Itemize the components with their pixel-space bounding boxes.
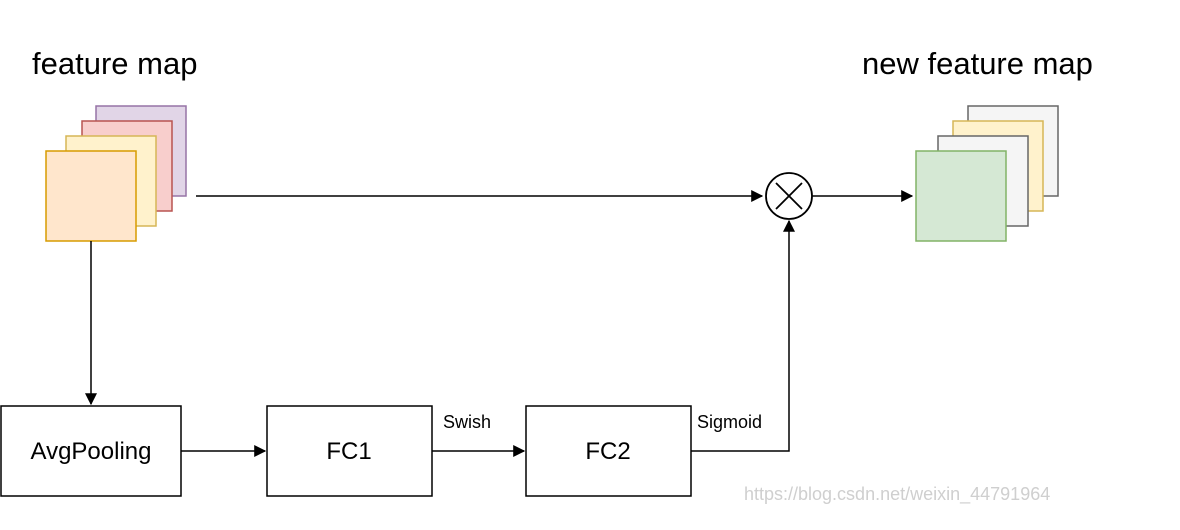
fc1-label: FC1	[326, 438, 371, 465]
input-title: feature map	[32, 46, 197, 81]
output-title: new feature map	[862, 46, 1093, 81]
fc2-to-multiply-arrow	[691, 219, 795, 452]
swish-label: Swish	[443, 412, 491, 432]
watermark: https://blog.csdn.net/weixin_44791964	[744, 484, 1050, 505]
fc2-box	[525, 405, 692, 497]
input-feature-map-stack	[45, 105, 187, 242]
input-layer-1	[45, 150, 137, 242]
multiply-icon-stroke-2	[775, 182, 803, 210]
sigmoid-label: Sigmoid	[697, 412, 762, 432]
avgpool-box	[0, 405, 182, 497]
fc1-box	[266, 405, 433, 497]
multiply-node	[765, 172, 813, 220]
output-feature-map-stack	[915, 105, 1059, 242]
output-layer-1	[915, 150, 1007, 242]
fc2-label: FC2	[585, 438, 630, 465]
avgpool-label: AvgPooling	[31, 438, 152, 465]
